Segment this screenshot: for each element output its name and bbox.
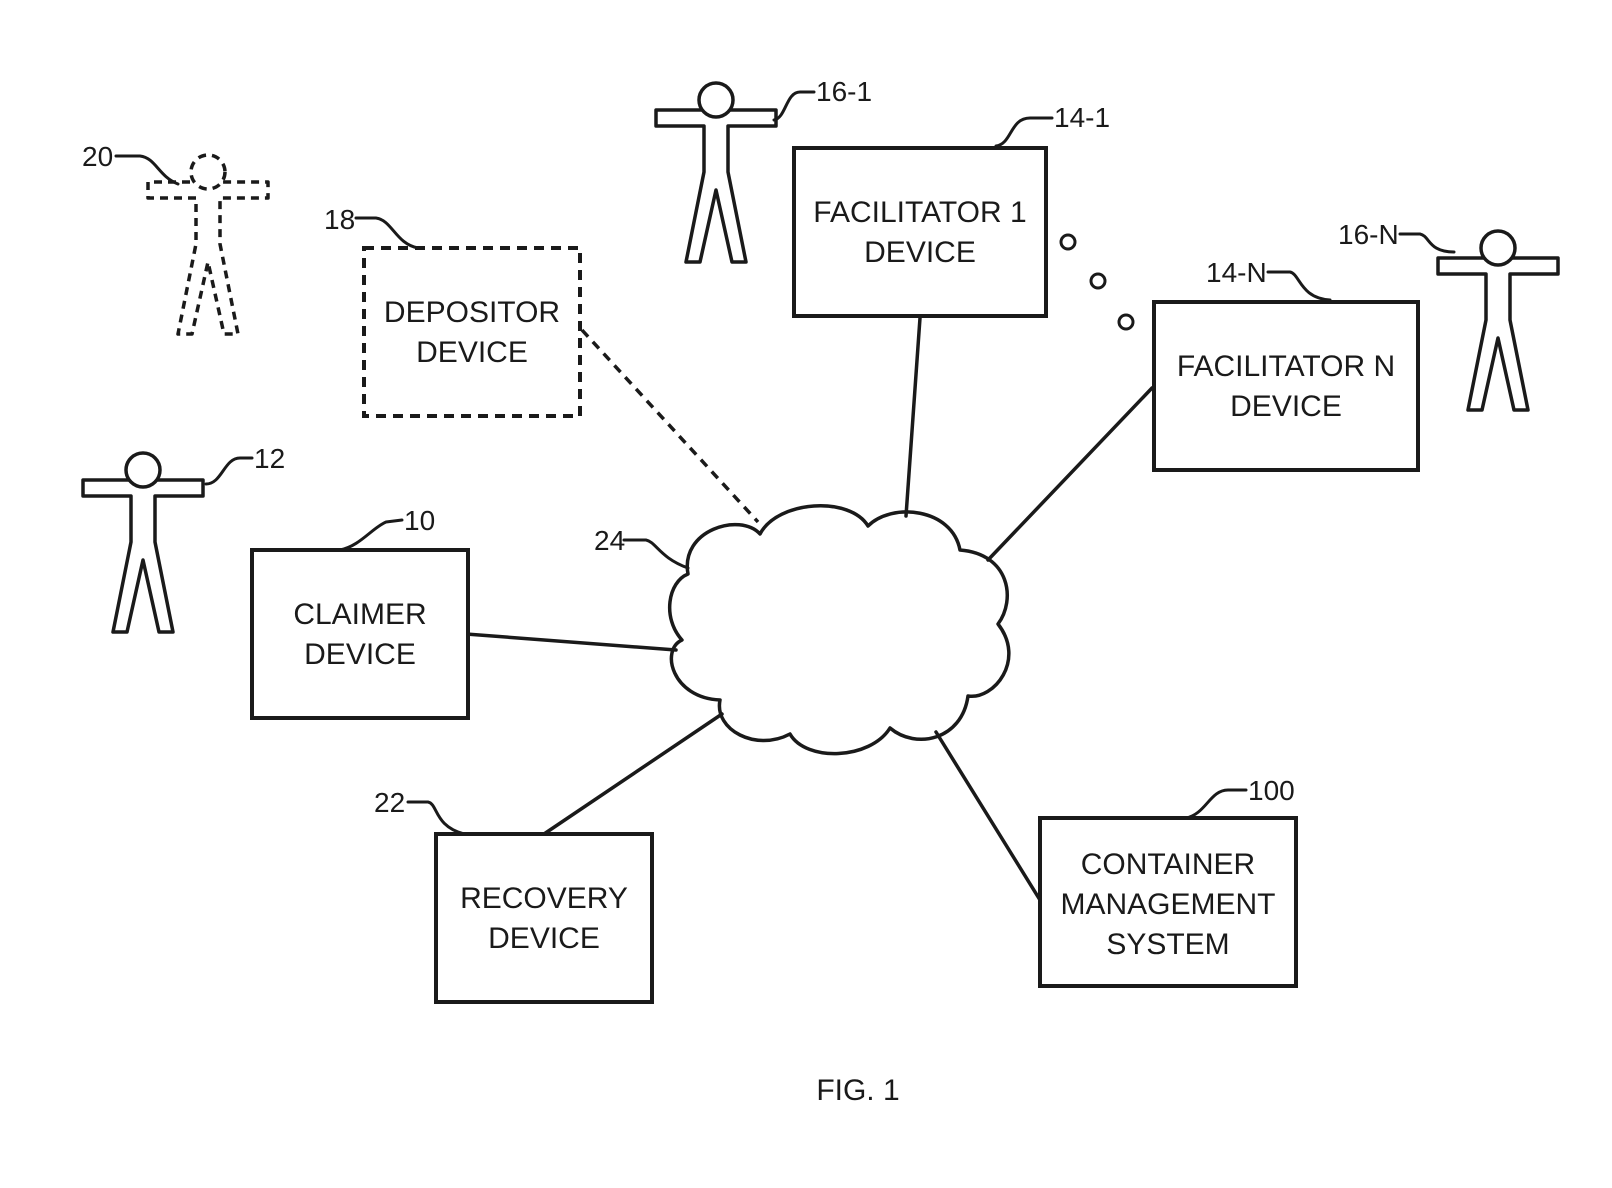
recovery-line1: RECOVERY [460, 882, 628, 915]
network-cloud [670, 506, 1009, 754]
ref-16-n: 16-N [1338, 219, 1399, 250]
ref-18: 18 [324, 204, 355, 235]
facilitator-1-device: FACILITATOR 1 DEVICE [794, 148, 1046, 316]
facilitator-1-line2: DEVICE [864, 236, 976, 269]
person-16-1 [656, 83, 776, 262]
container-line1: CONTAINER [1081, 848, 1255, 881]
ref-10: 10 [404, 505, 435, 536]
facilitator-n-line1: FACILITATOR N [1177, 350, 1395, 383]
line-depositor-network [582, 330, 758, 522]
facilitator-n-line2: DEVICE [1230, 390, 1342, 423]
facilitator-1-line1: FACILITATOR 1 [813, 196, 1026, 229]
depositor-line2: DEVICE [416, 336, 528, 369]
recovery-device: RECOVERY DEVICE [436, 834, 652, 1002]
ref-100: 100 [1248, 775, 1295, 806]
facilitator-n-device: FACILITATOR N DEVICE [1154, 302, 1418, 470]
claimer-line1: CLAIMER [293, 598, 426, 631]
person-16-n [1438, 231, 1558, 410]
ref-14-n: 14-N [1206, 257, 1267, 288]
line-container-network [936, 732, 1040, 900]
depositor-device: DEPOSITOR DEVICE [364, 248, 580, 416]
line-recovery-network [544, 714, 722, 834]
ref-24: 24 [594, 525, 625, 556]
ref-12: 12 [254, 443, 285, 474]
container-line2: MANAGEMENT [1060, 888, 1275, 921]
depositor-line1: DEPOSITOR [384, 296, 560, 329]
ref-16-1: 16-1 [816, 76, 872, 107]
ref-22: 22 [374, 787, 405, 818]
claimer-line2: DEVICE [304, 638, 416, 671]
container-line3: SYSTEM [1106, 928, 1229, 961]
person-20-dashed [148, 155, 268, 334]
container-management-system: CONTAINER MANAGEMENT SYSTEM [1040, 818, 1296, 986]
ref-20: 20 [82, 141, 113, 172]
ellipsis-circles [1061, 235, 1133, 329]
ref-14-1: 14-1 [1054, 102, 1110, 133]
line-facilitator-n-network [988, 388, 1152, 560]
figure-caption: FIG. 1 [816, 1074, 899, 1107]
person-12 [83, 453, 203, 632]
recovery-line2: DEVICE [488, 922, 600, 955]
line-claimer-network [466, 634, 676, 650]
claimer-device: CLAIMER DEVICE [252, 550, 468, 718]
line-facilitator-1-network [906, 318, 920, 516]
